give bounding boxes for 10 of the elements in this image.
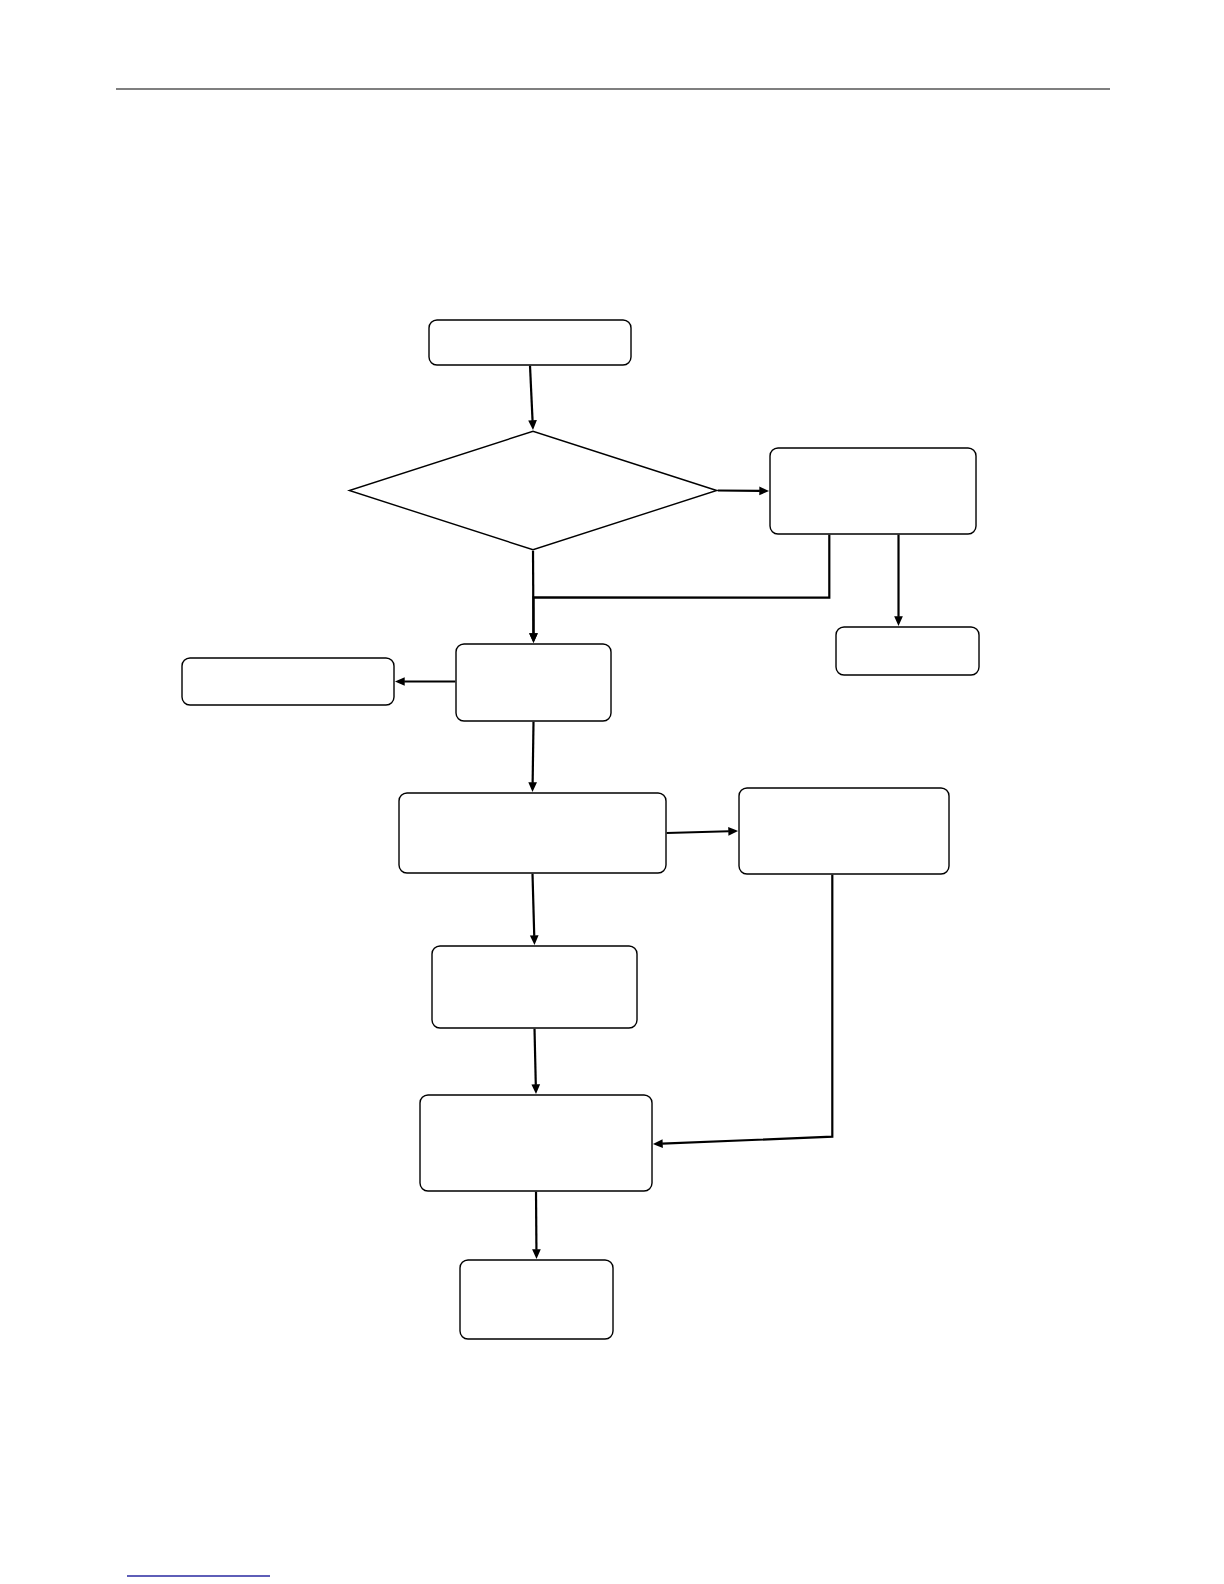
process-box [459, 1259, 614, 1340]
process-box [738, 787, 950, 875]
process-box [398, 792, 667, 874]
process-box [181, 657, 395, 706]
process-box [835, 626, 980, 676]
process-box [428, 319, 632, 366]
process-box [431, 945, 638, 1029]
process-box [769, 447, 977, 535]
process-box [419, 1094, 653, 1192]
process-box [455, 643, 612, 722]
